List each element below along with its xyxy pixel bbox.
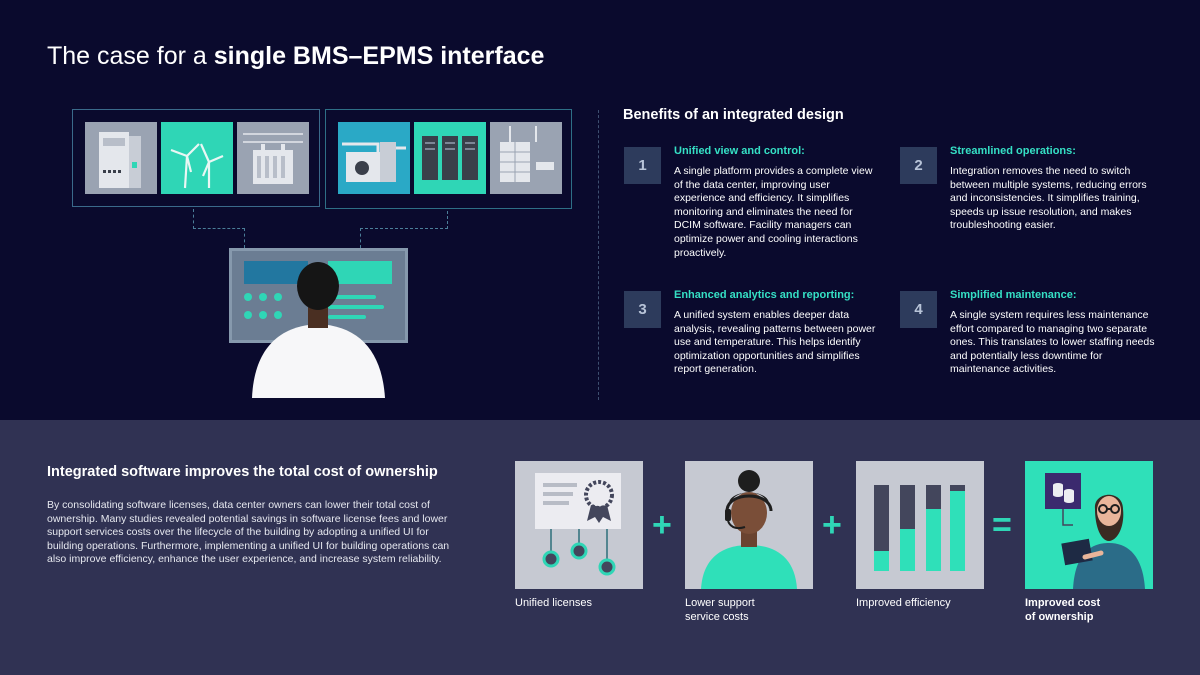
tco-text: By consolidating software licenses, data… <box>47 499 450 566</box>
benefit-text-3: A unified system enables deeper data ana… <box>674 309 876 376</box>
connector-line <box>193 209 194 229</box>
air-handling-unit-icon <box>490 122 562 194</box>
mechanical-equipment-panel <box>325 109 572 209</box>
benefit-number-3: 3 <box>624 291 661 328</box>
wind-turbine-icon <box>161 122 233 194</box>
benefit-text-4: A single system requires less maintenanc… <box>950 309 1155 376</box>
benefit-number-4: 4 <box>900 291 937 328</box>
cooling-plant-icon <box>338 122 410 194</box>
transformer-icon <box>237 122 309 194</box>
benefits-title: Benefits of an integrated design <box>623 107 844 123</box>
benefit-heading-1: Unified view and control: <box>674 145 805 157</box>
certificate-icon <box>515 461 643 589</box>
connector-line <box>244 228 245 248</box>
benefit-heading-2: Streamlined operations: <box>950 145 1076 157</box>
connector-line <box>360 228 448 229</box>
section-divider <box>598 110 599 400</box>
support-agent-icon <box>685 461 813 589</box>
connector-line <box>447 211 448 229</box>
plus-sign: + <box>652 506 672 544</box>
bar-chart-icon <box>856 461 984 589</box>
card-label-efficiency: Improved efficiency <box>856 597 951 609</box>
benefit-number-1: 1 <box>624 147 661 184</box>
person-with-tablet-icon <box>1025 461 1153 589</box>
connector-line <box>360 228 361 248</box>
connector-line <box>193 228 245 229</box>
benefit-text-2: Integration removes the need to switch b… <box>950 165 1147 232</box>
server-racks-icon <box>414 122 486 194</box>
page-title: The case for a single BMS–EPMS interface <box>47 42 545 70</box>
benefit-heading-3: Enhanced analytics and reporting: <box>674 289 855 301</box>
operator-icon <box>252 262 385 398</box>
switchgear-icon <box>85 122 157 194</box>
card-label-licenses: Unified licenses <box>515 597 593 609</box>
benefit-heading-4: Simplified maintenance: <box>950 289 1077 301</box>
equals-sign: = <box>992 506 1012 544</box>
tco-title: Integrated software improves the total c… <box>47 464 438 480</box>
benefit-number-2: 2 <box>900 147 937 184</box>
benefit-text-1: A single platform provides a complete vi… <box>674 165 873 259</box>
electrical-equipment-panel <box>72 109 320 207</box>
plus-sign: + <box>822 506 842 544</box>
top-section <box>0 0 1200 420</box>
